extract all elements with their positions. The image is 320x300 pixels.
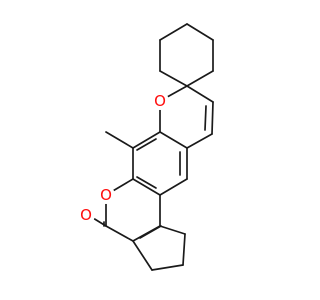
bond: [159, 70, 188, 87]
bond: [159, 178, 188, 196]
bond: [151, 264, 184, 271]
bond: [159, 131, 188, 149]
chemical-structure-diagram: O O O: [77, 23, 214, 271]
atom-label-oxygen: O: [154, 92, 166, 110]
oxygen-atom: O: [151, 92, 169, 110]
oxygen-atom: O: [77, 206, 95, 224]
bond: [182, 233, 186, 266]
bond: [211, 101, 214, 135]
bond: [159, 225, 186, 235]
bond: [204, 105, 207, 131]
bond: [139, 225, 162, 239]
lactone-ring: [105, 178, 162, 242]
oxygen-atom: O: [97, 186, 115, 204]
pyran-ring: [159, 85, 214, 149]
carbonyl-bond: [92, 217, 107, 227]
benzene-ring: [132, 100, 188, 196]
atom-label-oxygen: O: [80, 206, 92, 224]
bond: [186, 70, 214, 87]
methyl-bond: [105, 131, 134, 149]
bond: [136, 138, 157, 151]
bond: [159, 23, 188, 41]
bond: [132, 178, 161, 196]
cyclohexane-ring: [159, 23, 214, 87]
atom-label-oxygen: O: [100, 186, 112, 204]
bond: [132, 131, 161, 149]
bond: [105, 225, 134, 242]
bond: [186, 23, 214, 41]
bond: [186, 133, 213, 149]
bond: [132, 240, 153, 271]
bond: [186, 85, 214, 103]
bond: [136, 176, 157, 189]
cyclopentene-ring: [132, 225, 186, 271]
